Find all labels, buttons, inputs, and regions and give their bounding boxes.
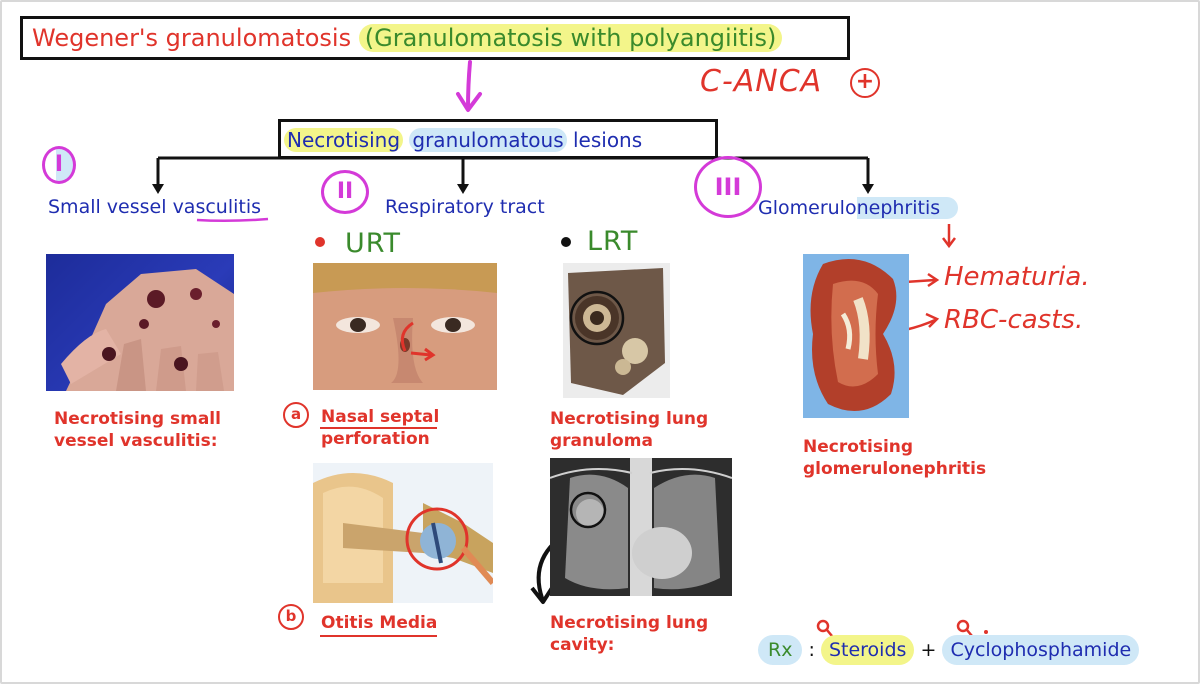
canca-sign: + (855, 69, 875, 94)
title-row: Wegener's granulomatosis (Granulomatosis… (32, 22, 783, 54)
numeral-2: II (336, 179, 354, 204)
kidney-down-arrow-icon (942, 224, 956, 249)
xray-illustration (550, 458, 732, 596)
numeral-1-icon: I (42, 146, 76, 184)
caption-cavity-line-1: Necrotising lung (550, 613, 709, 633)
urt-bullet-icon (315, 237, 325, 247)
marker-a-icon: a (283, 402, 309, 428)
down-arrow-icon (456, 60, 482, 112)
treatment-cyclophosphamide: Cyclophosphamide (942, 635, 1140, 665)
numeral-1: I (54, 152, 64, 177)
treatment-rx: Rx (758, 635, 803, 665)
canca-label: C-ANCA (700, 64, 822, 99)
title-main: Wegener's granulomatosis (32, 24, 352, 52)
title-box (20, 16, 850, 60)
caption-cavity: Necrotising lung cavity: (550, 612, 708, 656)
chest-xray-photo (550, 458, 732, 596)
kidney-photo (803, 254, 909, 418)
marker-a: a (290, 405, 302, 423)
caption-hand: Necrotising small vessel vasculitis: (54, 408, 221, 452)
steroids-mark-icon (816, 619, 830, 633)
numeral-3-icon: III (694, 156, 762, 218)
ear-illustration (313, 473, 493, 603)
branch-label-small-vessel: Small vessel vasculitis (48, 196, 261, 218)
treatment-steroids: Steroids (820, 635, 915, 665)
caption-kidney: Necrotising glomerulonephritis (803, 436, 986, 480)
kidney-illustration (810, 259, 897, 412)
marker-b-icon: b (278, 604, 304, 630)
lrt-bullet-icon (561, 237, 571, 247)
otitis-media-photo (313, 463, 493, 603)
marker-b: b (285, 607, 297, 625)
vasculitis-underline (196, 217, 269, 223)
caption-otitis: Otitis Media (321, 612, 437, 634)
caption-lung: Necrotising lung granuloma (550, 408, 708, 452)
canca-text: C-ANCA (700, 64, 823, 99)
center-box-text: Necrotising granulomatous lesions (284, 126, 642, 154)
caption-cavity-line-2: cavity: (550, 635, 615, 655)
lung-illustration (568, 268, 665, 395)
caption-nasal-line-1: Nasal septal (321, 407, 440, 427)
numeral-2-icon: II (321, 170, 369, 214)
center-word-3: lesions (572, 128, 643, 152)
branch-1-ul: vasculi (172, 196, 239, 218)
branch-2-label: Respiratory tract (385, 196, 545, 218)
finding-hematuria: Hematuria. (944, 262, 1090, 292)
hand-photo (46, 254, 234, 391)
treatment-colon: : (808, 639, 815, 661)
caption-lung-line-2: granuloma (550, 431, 653, 451)
branch-3-pre: Glomerulo (758, 197, 857, 219)
branch-3-hl: nephritis (856, 197, 959, 219)
lrt-label: LRT (587, 226, 638, 257)
hand-illustration (61, 269, 234, 391)
lrt-text: LRT (587, 226, 639, 257)
caption-lung-line-1: Necrotising lung (550, 409, 709, 429)
caption-hand-line-2: vessel vasculitis: (54, 431, 218, 451)
title-alt: (Granulomatosis with polyangiitis) (358, 24, 783, 52)
urt-label: URT (345, 228, 401, 259)
lung-granuloma-photo (563, 263, 670, 398)
nasal-septal-photo (313, 263, 497, 390)
caption-hand-line-1: Necrotising small (54, 409, 221, 429)
finding-rbc-casts: RBC-casts. (944, 305, 1083, 335)
canca-plus-icon: + (850, 68, 880, 98)
treatment-row: Rx : Steroids + Cyclophosphamide (758, 632, 1140, 668)
branch-label-glomerulo: Glomerulonephritis (758, 194, 959, 222)
cyclophosphamide-mark-icon (956, 619, 970, 633)
caption-otitis-text: Otitis Media (321, 613, 438, 633)
finding-hematuria-text: Hematuria. (944, 262, 1090, 292)
caption-kidney-line-1: Necrotising (803, 437, 914, 457)
center-word-1: Necrotising (284, 128, 404, 152)
caption-nasal: Nasal septal perforation (321, 406, 439, 450)
urt-text: URT (345, 228, 402, 259)
branch-label-respiratory: Respiratory tract (385, 196, 545, 218)
tree-arrowheads (152, 184, 874, 194)
kidney-right-arrow-icon (904, 272, 940, 332)
finding-rbc-casts-text: RBC-casts. (944, 305, 1084, 335)
caption-nasal-line-2: perforation (321, 429, 430, 449)
caption-kidney-line-2: glomerulonephritis (803, 459, 987, 479)
treatment-plus: + (920, 639, 937, 661)
branch-1-pre: Small vessel (48, 196, 173, 218)
numeral-3: III (714, 173, 742, 201)
branch-1-post: tis (238, 196, 262, 218)
center-word-2: granulomatous (409, 128, 567, 152)
face-illustration (313, 263, 497, 390)
